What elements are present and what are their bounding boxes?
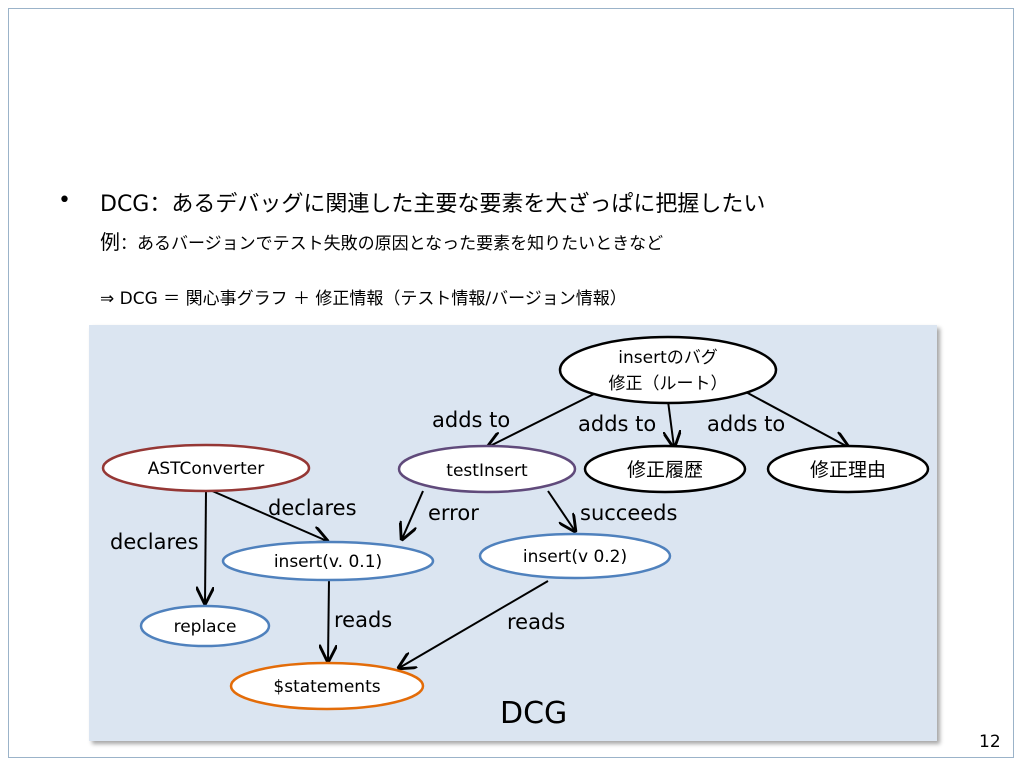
bullet-marker: • xyxy=(58,188,71,213)
node-insert-v02 xyxy=(478,532,672,580)
example-label: 例 xyxy=(100,230,120,254)
node-insert-v01 xyxy=(221,540,435,582)
node-reason xyxy=(766,444,930,494)
edge-root-reason xyxy=(743,390,848,447)
node-insert-v01-label: insert(v. 0.1) xyxy=(274,552,382,572)
bullet-heading: DCG：あるデバッグに関連した主要な要素を大ざっぱに把握したい xyxy=(100,192,766,217)
edge-label-root-reason: adds to xyxy=(707,412,785,436)
edge-root-history xyxy=(668,400,674,447)
slide-frame xyxy=(8,8,1014,758)
node-reason-label: 修正理由 xyxy=(810,459,886,481)
node-root-label-line2: 修正（ルート） xyxy=(609,374,728,394)
dcg-equation: ⇒ DCG ＝ 関心事グラフ ＋ 修正情報（テスト情報/バージョン情報） xyxy=(100,289,627,309)
node-astconverter-label: ASTConverter xyxy=(148,459,264,479)
node-history xyxy=(583,444,747,494)
node-astconverter xyxy=(101,443,311,493)
edge-label-ast-replace: declares xyxy=(110,530,199,554)
edge-v01-statements xyxy=(328,578,329,661)
edge-label-v02-statements: reads xyxy=(507,610,565,634)
node-history-label: 修正履歴 xyxy=(627,459,703,481)
node-root-label-line1: insertのバグ xyxy=(618,348,717,368)
page-number: 12 xyxy=(979,732,1001,752)
edge-ast-insert xyxy=(209,489,327,541)
node-testinsert xyxy=(397,444,577,494)
example-line: 例：あるバージョンでテスト失敗の原因となった要素を知りたいときなど xyxy=(100,226,663,255)
edge-testinsert-v01 xyxy=(402,490,424,539)
edge-label-root-testinsert: adds to xyxy=(432,408,510,432)
edge-testinsert-v02 xyxy=(547,490,575,531)
node-replace-label: replace xyxy=(174,617,237,637)
edge-ast-replace xyxy=(205,490,206,603)
edge-root-testinsert xyxy=(488,392,597,447)
node-statements-label: $statements xyxy=(273,677,380,697)
edge-label-testinsert-v01: error xyxy=(428,501,479,525)
edge-label-root-history: adds to xyxy=(578,412,656,436)
example-text: ：あるバージョンでテスト失敗の原因となった要素を知りたいときなど xyxy=(120,234,664,254)
edge-label-ast-insert: declares xyxy=(268,496,357,520)
node-testinsert-label: testInsert xyxy=(446,461,528,481)
node-statements xyxy=(229,661,425,711)
diagram-caption: DCG xyxy=(500,696,568,731)
node-root xyxy=(558,335,778,405)
edge-label-testinsert-v02: succeeds xyxy=(580,501,677,525)
edge-v02-statements xyxy=(399,580,549,668)
node-insert-v02-label: insert(v 0.2) xyxy=(523,547,627,567)
diagram-panel xyxy=(89,325,937,741)
node-replace xyxy=(139,604,271,648)
edge-label-v01-statements: reads xyxy=(334,608,392,632)
